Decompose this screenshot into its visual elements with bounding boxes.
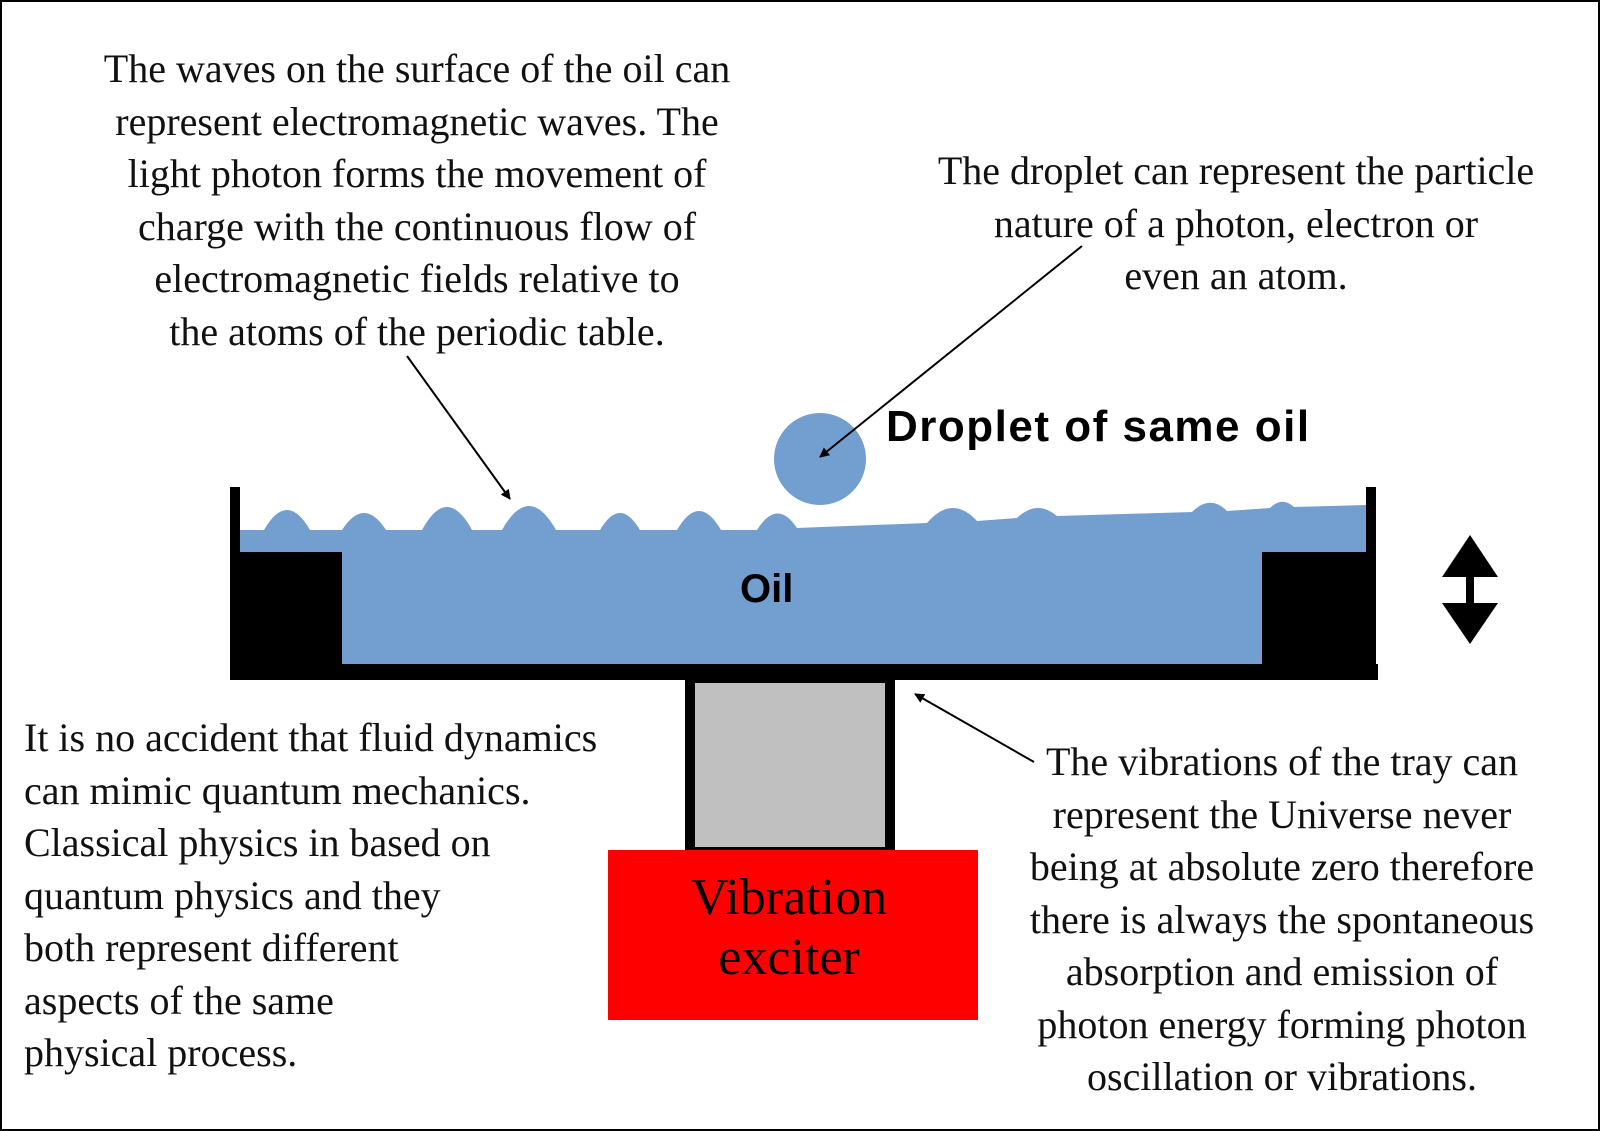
- tray-base: [230, 664, 1378, 680]
- double-headed-vertical-arrow-icon: [1442, 535, 1498, 644]
- fluid-dynamics-note-line: quantum physics and they: [24, 872, 441, 918]
- vibrations-note-line: being at absolute zero therefore: [1029, 844, 1535, 889]
- fluid-dynamics-note-line: It is no accident that fluid dynamics: [24, 715, 598, 760]
- waves-note-line: electromagnetic fields relative to: [154, 256, 680, 301]
- waves-note-line: charge with the continuous flow of: [137, 203, 697, 249]
- fluid-dynamics-note-line: can mimic quantum mechanics.: [24, 767, 531, 813]
- vibrations-note-line: oscillation or vibrations.: [1087, 1054, 1477, 1099]
- tray-right-block: [1262, 552, 1366, 667]
- tray-stand: [685, 673, 895, 857]
- vibrations-note-line: absorption and emission of: [1065, 949, 1499, 994]
- vibrations-note-line: photon energy forming photon: [1037, 1001, 1527, 1047]
- vibration-exciter-label-line: exciter: [718, 929, 860, 986]
- fluid-dynamics-note-line: physical process.: [24, 1030, 298, 1075]
- waves-note-line: light photon forms the movement of: [127, 151, 707, 196]
- oil-body: [240, 501, 1366, 670]
- waves-note-line: the atoms of the periodic table.: [169, 308, 665, 354]
- fluid-dynamics-note-line: both represent different: [24, 925, 399, 970]
- tray-left-block: [240, 552, 342, 667]
- droplet-note-line: even an atom.: [1124, 253, 1348, 298]
- fluid-dynamics-note: It is no accident that fluid dynamics ca…: [24, 712, 597, 1080]
- waves-note-line: represent electromagnetic waves. The: [115, 98, 719, 144]
- tray-left-wall: [230, 487, 240, 672]
- vibration-exciter-label-line: Vibration: [690, 869, 888, 926]
- droplet-note-line: nature of a photon, electron or: [993, 200, 1479, 246]
- waves-callout-arrow: [406, 355, 511, 500]
- vibration-exciter-label: Vibration exciter: [608, 868, 970, 988]
- droplet-note: The droplet can represent the particle n…: [884, 145, 1588, 303]
- vibration-exciter-box: [608, 850, 978, 1020]
- waves-note: The waves on the surface of the oil can …: [32, 43, 802, 358]
- vibration-callout-arrow: [914, 693, 1035, 763]
- waves-note-line: The waves on the surface of the oil can: [103, 46, 731, 91]
- vibrations-note-line: there is always the spontaneous: [1029, 896, 1535, 942]
- tray-right-wall: [1366, 487, 1376, 672]
- vibrations-note-line: The vibrations of the tray can: [1045, 739, 1519, 784]
- droplet-label: Droplet of same oil: [886, 402, 1311, 451]
- droplet-note-line: The droplet can represent the particle: [937, 148, 1535, 193]
- vibrations-note-line: represent the Universe never: [1052, 791, 1512, 837]
- oil-label: Oil: [740, 567, 794, 611]
- droplet-callout-arrow: [819, 245, 1083, 458]
- fluid-dynamics-note-line: aspects of the same: [24, 977, 334, 1023]
- vibrations-note: The vibrations of the tray can represent…: [982, 736, 1582, 1104]
- fluid-dynamics-note-line: Classical physics in based on: [24, 820, 491, 865]
- oil-droplet: [774, 413, 866, 505]
